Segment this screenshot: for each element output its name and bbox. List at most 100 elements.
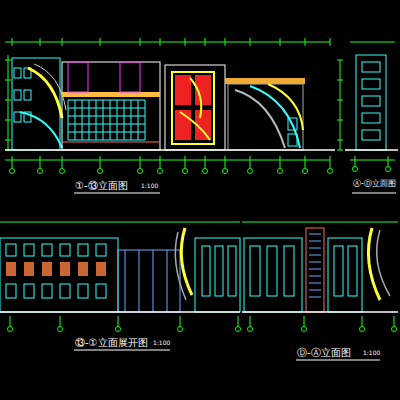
drawing-line — [12, 156, 13, 168]
drawing-line — [117, 100, 118, 140]
drawing-line — [309, 276, 321, 277]
drawing-line — [205, 38, 206, 46]
grid-bubble — [392, 327, 397, 332]
drawing-line — [110, 100, 111, 140]
drawing-rect — [362, 62, 380, 72]
drawing-line — [350, 42, 395, 43]
drawing-line — [280, 156, 281, 168]
drawing-line — [74, 193, 160, 194]
drawing-rect — [250, 246, 260, 296]
drawing-line — [5, 140, 11, 141]
drawing-line — [68, 124, 145, 125]
drawing-line — [250, 316, 251, 326]
drawing-line — [309, 234, 321, 235]
drawing-title: Ⓓ-Ⓐ立面图 — [296, 347, 352, 358]
drawing-line — [140, 38, 141, 46]
drawing-rect — [215, 246, 223, 296]
drawing-line — [68, 116, 145, 117]
drawing-rect — [288, 118, 297, 130]
drawing-line — [140, 156, 141, 168]
drawing-rect — [362, 130, 380, 140]
drawing-line — [185, 38, 186, 46]
drawing-line — [330, 156, 331, 168]
drawing-rect — [6, 262, 16, 276]
drawing-rect — [60, 284, 70, 298]
drawing-line — [89, 100, 90, 140]
grid-bubble — [8, 327, 13, 332]
drawing-rect — [120, 62, 140, 92]
drawing-line — [337, 150, 343, 151]
drawing-line — [68, 100, 69, 140]
drawing-line — [225, 38, 226, 46]
drawing-line — [238, 316, 239, 326]
drawing-line — [5, 120, 11, 121]
drawing-line — [103, 100, 104, 140]
grid-bubble — [303, 169, 308, 174]
drawing-rect — [228, 246, 236, 296]
drawing-line — [309, 269, 321, 270]
drawing-rect — [78, 262, 88, 276]
drawing-line — [0, 222, 240, 223]
drawing-rect — [225, 78, 305, 84]
drawing-line — [96, 100, 97, 140]
drawing-rect — [195, 238, 240, 312]
drawing-curve — [235, 90, 285, 148]
drawing-line — [153, 250, 154, 312]
drawing-rect — [24, 244, 34, 256]
drawing-line — [5, 100, 11, 101]
drawing-line — [68, 108, 145, 109]
drawing-line — [139, 250, 140, 312]
scale-text: 1:100 — [140, 183, 159, 190]
grid-bubble — [178, 327, 183, 332]
drawing-line — [309, 248, 321, 249]
drawing-line — [74, 350, 170, 351]
drawing-rect — [96, 262, 106, 276]
drawing-line — [5, 80, 11, 81]
drawing-rect — [24, 262, 34, 276]
grid-bubble — [158, 169, 163, 174]
drawing-rect — [96, 284, 106, 298]
drawing-line — [5, 42, 330, 43]
drawing-rect — [6, 244, 16, 256]
drawing-line — [304, 316, 305, 326]
grid-bubble — [236, 327, 241, 332]
drawing-rect — [202, 246, 210, 296]
drawing-line — [160, 156, 161, 168]
drawing-curve — [34, 64, 66, 110]
drawing-rect — [0, 238, 118, 312]
drawing-curve — [377, 230, 390, 296]
scale-text: 1:100 — [362, 350, 381, 357]
drawing-line — [100, 156, 101, 168]
drawing-line — [160, 38, 161, 46]
drawing-line — [337, 120, 343, 121]
drawing-rect — [96, 244, 106, 256]
drawing-rect — [348, 246, 357, 296]
drawing-rect — [42, 262, 52, 276]
drawing-rect — [24, 284, 34, 298]
drawing-line — [131, 100, 132, 140]
drawing-rect — [42, 284, 52, 298]
grid-bubble — [203, 169, 208, 174]
drawing-line — [145, 100, 146, 140]
drawing-line — [205, 156, 206, 168]
drawing-line — [10, 316, 11, 326]
drawing-curve — [180, 112, 210, 140]
drawing-line — [305, 156, 306, 168]
drawing-rect — [362, 96, 380, 106]
drawing-curve — [28, 68, 62, 118]
grid-bubble — [360, 327, 365, 332]
drawing-rect — [244, 238, 302, 312]
drawing-line — [345, 149, 398, 151]
drawing-line — [40, 38, 41, 46]
drawing-line — [40, 156, 41, 168]
drawing-line — [5, 160, 330, 161]
drawing-rect — [362, 113, 380, 123]
drawing-rect — [24, 90, 31, 100]
drawing-line — [68, 132, 145, 133]
drawing-line — [125, 250, 126, 312]
drawing-line — [330, 38, 331, 46]
drawing-line — [68, 100, 145, 101]
drawing-rect — [42, 244, 52, 256]
